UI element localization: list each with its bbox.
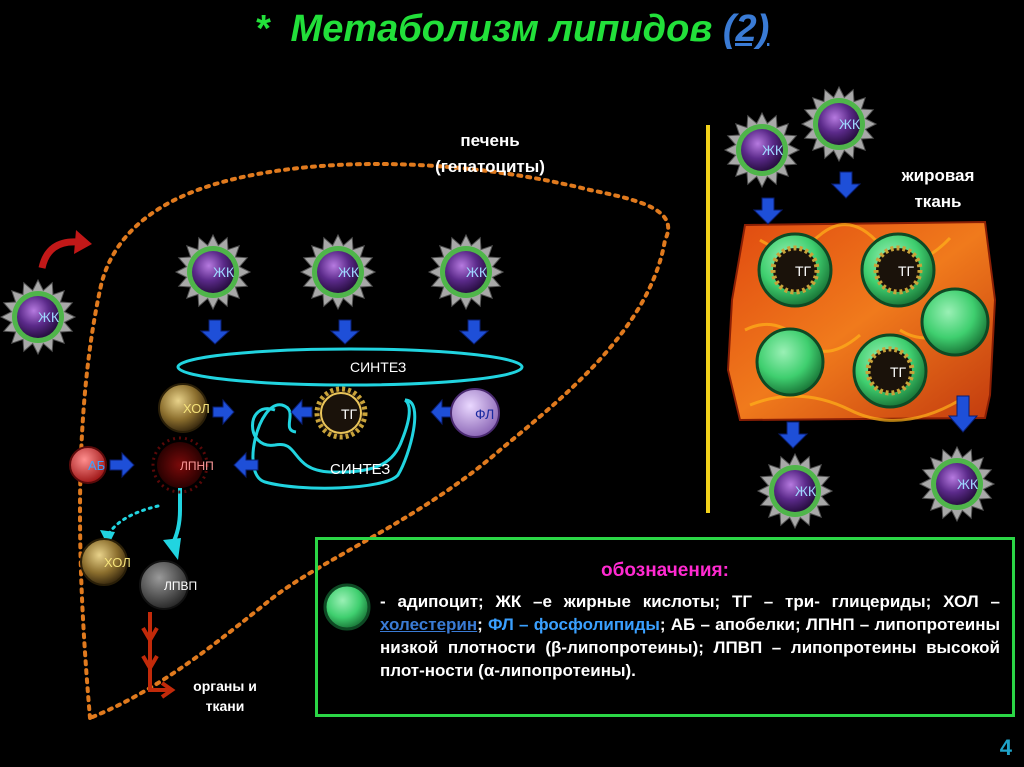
arrow-down xyxy=(754,198,782,224)
fa-label: ЖК xyxy=(795,483,817,499)
arrow-down xyxy=(779,422,807,448)
adipocyte xyxy=(757,329,823,395)
legend-fl: ФЛ – фосфолипиды xyxy=(488,615,660,634)
chol-label: ХОЛ xyxy=(104,555,131,570)
liver-label-line2: (гепатоциты) xyxy=(400,154,580,180)
legend-part1: - адипоцит; ЖК –е жирные кислоты; ТГ – т… xyxy=(380,592,1000,611)
legend-box: обозначения: - адипоцит; ЖК –е жирные ки… xyxy=(315,537,1015,717)
arrow-down xyxy=(832,172,860,198)
pl-label: ФЛ xyxy=(475,406,494,422)
arrow-left xyxy=(291,400,312,424)
tg-label: ТГ xyxy=(898,263,915,279)
legend-part2: ; xyxy=(477,615,488,634)
title-prefix: * xyxy=(255,8,270,50)
fa-label: ЖК xyxy=(957,476,979,492)
entry-arrow-head xyxy=(74,230,92,254)
fa-label: ЖК xyxy=(762,142,784,158)
adipocyte xyxy=(922,289,988,355)
arrow-right xyxy=(110,453,134,477)
chol-label: ХОЛ xyxy=(183,401,210,416)
tg-label: ТГ xyxy=(795,263,812,279)
synthesis-label-bottom: СИНТЕЗ xyxy=(330,461,390,478)
arrow-left xyxy=(431,400,452,424)
legend-title: обозначения: xyxy=(318,560,1012,582)
title-link[interactable]: (2) xyxy=(723,8,769,50)
entry-arrow xyxy=(42,242,78,268)
synthesis-label-top: СИНТЕЗ xyxy=(350,359,406,375)
fa-label: ЖК xyxy=(213,264,235,280)
ldl-to-chol-dotted xyxy=(108,506,158,535)
organs-label-line2: ткани xyxy=(170,696,280,716)
fa-label: ЖК xyxy=(338,264,360,280)
organs-label: органы и ткани xyxy=(170,676,280,716)
legend-chol-link[interactable]: холестерин xyxy=(380,615,477,634)
page-number: 4 xyxy=(1000,735,1012,761)
adipose-label-line1: жировая xyxy=(878,163,998,189)
fa-label: ЖК xyxy=(839,116,861,132)
tg-label: ТГ xyxy=(341,406,358,422)
liver-label-line1: печень xyxy=(400,128,580,154)
hdl-label: ЛПВП xyxy=(164,579,197,593)
organs-label-line1: органы и xyxy=(170,676,280,696)
fa-label: ЖК xyxy=(38,309,60,325)
ldl-label: ЛПНП xyxy=(180,459,214,473)
ldl-to-hdl-arrow xyxy=(172,488,180,545)
tg-label: ТГ xyxy=(890,364,907,380)
arrow-down xyxy=(460,320,488,344)
arrow-down xyxy=(331,320,359,344)
page-title: * Метаболизм липидов (2) xyxy=(0,8,1024,51)
ldl-to-hdl-arrowhead xyxy=(163,538,181,560)
fa-label: ЖК xyxy=(466,264,488,280)
arrow-right xyxy=(213,400,234,424)
adipose-label: жировая ткань xyxy=(878,163,998,215)
apo-label: АБ xyxy=(88,458,105,473)
liver-label: печень (гепатоциты) xyxy=(400,128,580,180)
adipose-label-line2: ткань xyxy=(878,189,998,215)
title-text: Метаболизм липидов xyxy=(291,8,713,50)
arrow-down xyxy=(201,320,229,344)
legend-text: - адипоцит; ЖК –е жирные кислоты; ТГ – т… xyxy=(380,590,1000,682)
